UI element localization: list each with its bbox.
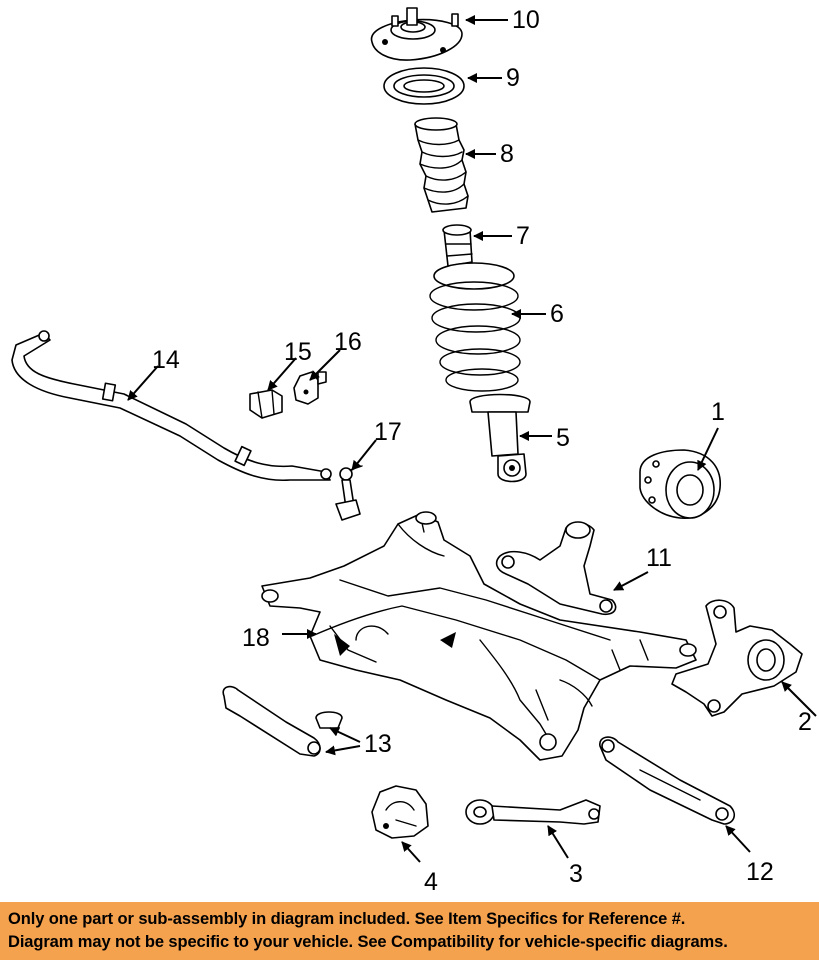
dust-boot	[414, 117, 469, 213]
callout-4: 4	[424, 868, 438, 896]
callout-7: 7	[516, 222, 530, 250]
coil-spring	[429, 262, 521, 392]
shock-absorber	[469, 393, 531, 483]
disclaimer-line-1: Only one part or sub-assembly in diagram…	[8, 910, 686, 928]
stabilizer-link	[335, 465, 363, 521]
callout-17: 17	[374, 418, 402, 446]
lower-link	[465, 799, 601, 825]
bump-stop	[442, 224, 473, 267]
callout-2: 2	[798, 708, 812, 736]
spring-seat	[383, 67, 465, 105]
lower-control-arm	[599, 736, 736, 825]
callout-10: 10	[512, 6, 540, 34]
bushing-bracket	[293, 371, 327, 405]
mounting-bracket	[371, 785, 429, 839]
hub-bearing	[639, 449, 721, 519]
callout-15: 15	[284, 338, 312, 366]
callout-3: 3	[569, 860, 583, 888]
stabilizer-bushing	[249, 389, 283, 419]
steering-knuckle	[671, 599, 803, 717]
callout-8: 8	[500, 140, 514, 168]
callout-5: 5	[556, 424, 570, 452]
callout-18: 18	[242, 624, 270, 652]
leader-arrows	[127, 15, 817, 863]
strut-mount	[370, 7, 463, 61]
subframe-crossmember	[261, 511, 697, 761]
disclaimer-banner: Only one part or sub-assembly in diagram…	[0, 902, 819, 960]
callout-9: 9	[506, 64, 520, 92]
callout-6: 6	[550, 300, 564, 328]
exploded-parts-diagram: 1 2 3 4 5 6 7 8 9 10 11 12 13 14 15 16 1…	[11, 6, 817, 896]
trailing-arm	[222, 685, 343, 757]
callout-14: 14	[152, 346, 180, 374]
callout-13: 13	[364, 730, 392, 758]
callout-12: 12	[746, 858, 774, 886]
callout-16: 16	[334, 328, 362, 356]
callout-1: 1	[711, 398, 725, 426]
upper-control-arm	[495, 521, 617, 616]
callout-labels: 1 2 3 4 5 6 7 8 9 10 11 12 13 14 15 16 1…	[152, 6, 812, 896]
callout-11: 11	[646, 544, 672, 572]
disclaimer-line-2: Diagram may not be specific to your vehi…	[8, 933, 728, 951]
stabilizer-bar	[11, 330, 332, 482]
